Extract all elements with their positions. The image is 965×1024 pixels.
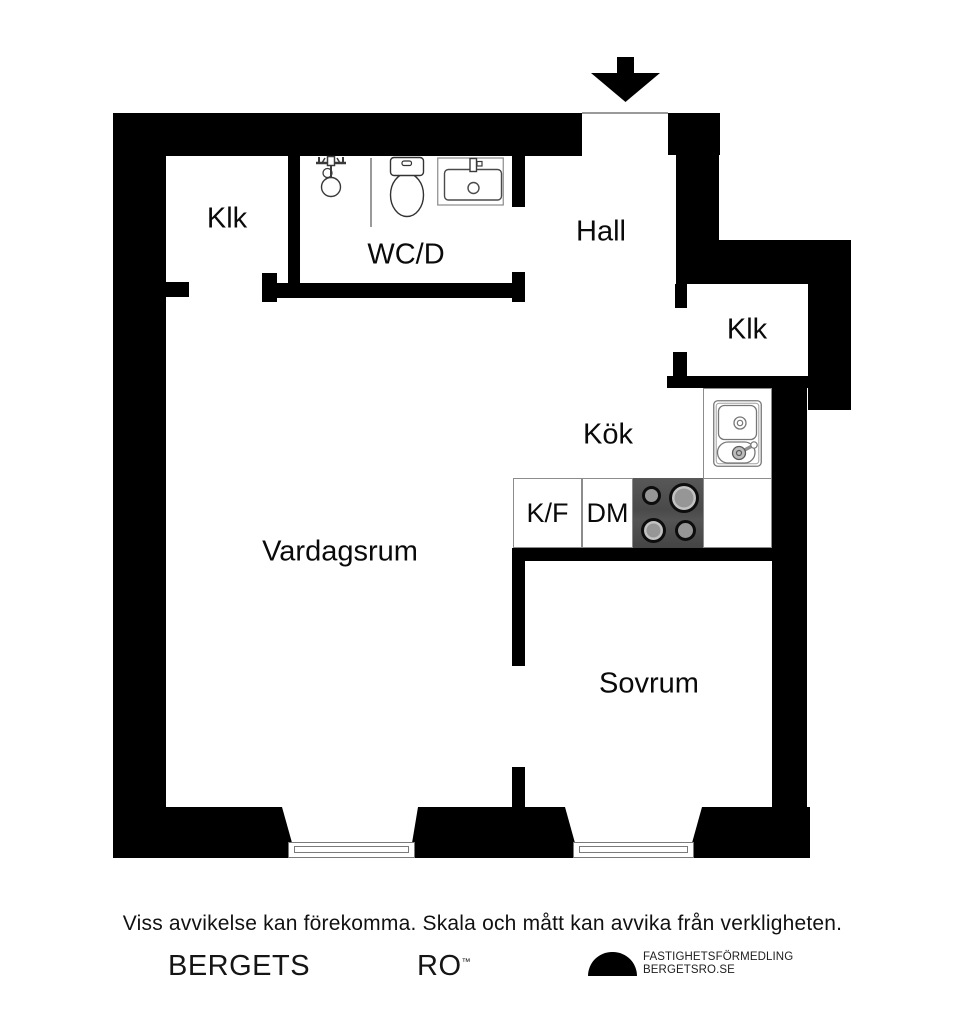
room-label-kok: Kök bbox=[583, 418, 633, 451]
wall-klk1-wcd-divider bbox=[288, 155, 300, 283]
room-label-sovrum: Sovrum bbox=[599, 667, 699, 700]
kitchen-counter-box bbox=[703, 478, 772, 548]
fridge-freezer-label: K/F bbox=[526, 497, 569, 528]
window-glass-line bbox=[579, 846, 688, 853]
dome-semicircle-logo bbox=[588, 952, 637, 976]
dishwasher-box: DM bbox=[582, 478, 633, 548]
window-glass-line bbox=[294, 846, 409, 853]
trademark-symbol: ™ bbox=[461, 956, 471, 967]
agency-text: FASTIGHETSFÖRMEDLING BERGETSRO.SE bbox=[643, 951, 793, 976]
wall-bottom-outer bbox=[113, 807, 810, 858]
room-label-vardagsrum: Vardagsrum bbox=[262, 535, 418, 568]
burner-large-top-right bbox=[669, 483, 699, 513]
room-label-klk-2: Klk bbox=[726, 313, 768, 346]
window-symbol-vardagsrum bbox=[282, 807, 418, 843]
wall-wcd-hall-upper bbox=[512, 155, 525, 207]
wall-entry-right-block bbox=[668, 113, 720, 155]
dishwasher-label: DM bbox=[586, 497, 629, 528]
wall-left-outer bbox=[113, 113, 166, 858]
fridge-freezer-box: K/F bbox=[513, 478, 582, 548]
agency-line-2: BERGETSRO.SE bbox=[643, 963, 735, 976]
entrance-threshold-line bbox=[582, 112, 668, 114]
brand-bergets: BERGETS bbox=[168, 950, 311, 982]
wall-hall-right bbox=[676, 155, 719, 240]
wall-top-outer bbox=[113, 113, 582, 156]
wall-sovrum-left-stub bbox=[512, 767, 525, 807]
wall-wcd-bottom bbox=[262, 283, 512, 298]
brand-ro: RO™ bbox=[417, 950, 471, 983]
wall-klk1-door-jamb bbox=[262, 273, 277, 302]
agency-line-1: FASTIGHETSFÖRMEDLING bbox=[643, 951, 794, 963]
burner-large-bottom-left bbox=[640, 517, 666, 543]
room-label-wcd: WC/D bbox=[367, 238, 445, 271]
wall-klk2-bottom bbox=[667, 376, 808, 388]
wall-right-upper bbox=[808, 240, 851, 410]
burner-small-bottom-right bbox=[674, 519, 696, 541]
shower-divider-line bbox=[370, 158, 372, 227]
wall-right-lower bbox=[772, 388, 807, 858]
wall-wcd-hall-cap bbox=[512, 272, 525, 302]
room-label-hall: Hall bbox=[576, 215, 626, 248]
wall-klk1-door-stub bbox=[166, 282, 189, 297]
room-label-klk-1: Klk bbox=[206, 202, 248, 235]
shower-icon bbox=[316, 155, 346, 198]
kitchen-sink-icon bbox=[713, 400, 762, 467]
window-frame-sovrum bbox=[573, 842, 694, 858]
entrance-arrow-down-icon bbox=[591, 57, 660, 102]
stove-burners-icon bbox=[633, 478, 703, 548]
window-frame-vardagsrum bbox=[288, 842, 415, 858]
disclaimer-text: Viss avvikelse kan förekomma. Skala och … bbox=[122, 912, 843, 935]
wall-sovrum-left-upper bbox=[512, 561, 525, 666]
wall-klk2-left-stub bbox=[673, 352, 687, 378]
wall-klk2-left-top bbox=[675, 284, 687, 308]
brand-ro-text: RO bbox=[417, 950, 462, 982]
washbasin-icon bbox=[437, 157, 504, 206]
wall-kitchen-sovrum bbox=[512, 548, 807, 561]
window-symbol-sovrum bbox=[565, 807, 702, 843]
toilet-icon bbox=[389, 156, 425, 218]
burner-small-top-left bbox=[641, 485, 661, 505]
